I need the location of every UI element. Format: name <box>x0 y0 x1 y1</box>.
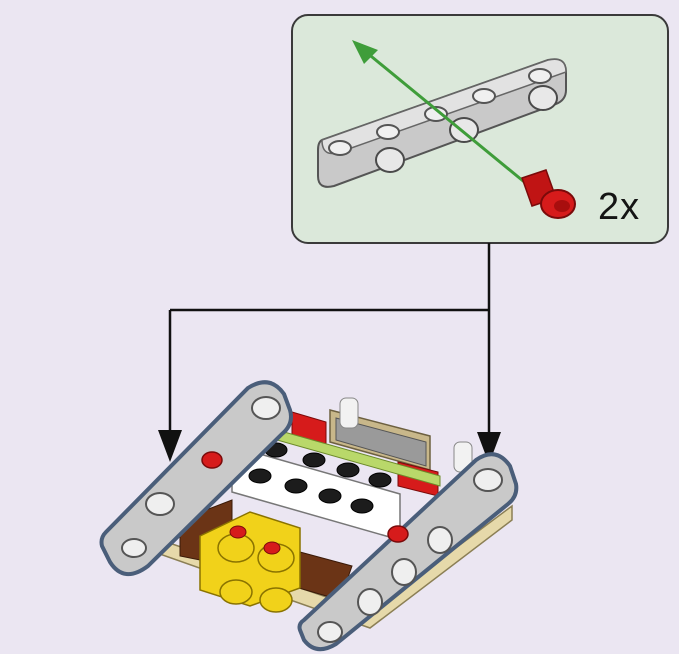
connector-arrows <box>168 243 491 434</box>
right-beam <box>297 452 519 652</box>
assembly-model <box>99 380 519 652</box>
quantity-label: 2x <box>598 186 641 228</box>
left-beam <box>99 380 293 576</box>
insertion-arrow <box>352 40 529 187</box>
gray-beam-icon <box>317 58 567 188</box>
right-arrowhead <box>477 432 501 464</box>
left-arrowhead <box>158 430 182 462</box>
red-pin-icon <box>521 169 576 219</box>
